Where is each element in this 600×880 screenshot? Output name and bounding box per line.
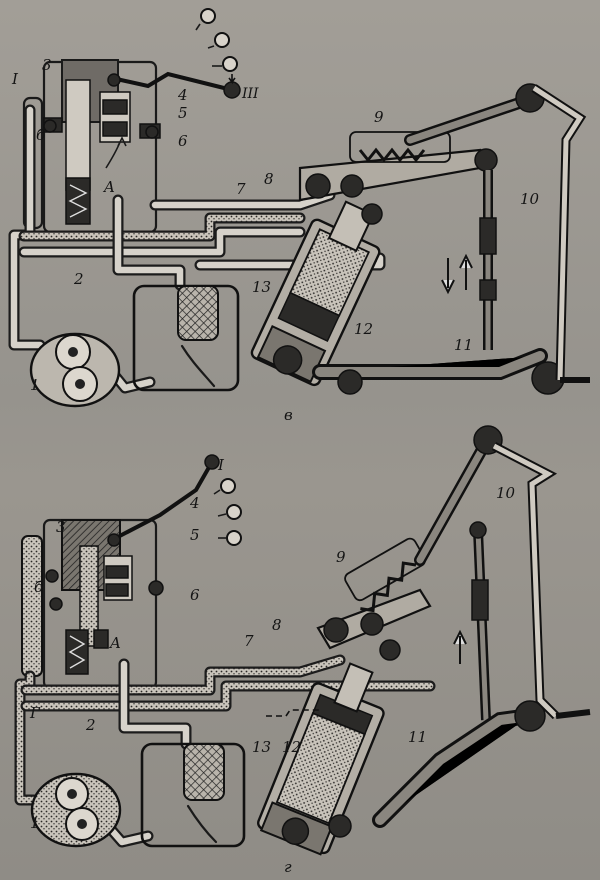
hydraulic-cylinder-bottom (257, 662, 385, 856)
label-11-bottom: 11 (408, 728, 427, 746)
label-11-top: 11 (454, 336, 473, 354)
label-6-top: 6 (178, 132, 188, 150)
label-roman-one-bottom: I (217, 456, 225, 474)
distributor-body-bottom (21, 518, 164, 690)
label-8-top: 8 (264, 170, 274, 188)
label-13-top: 13 (252, 278, 271, 296)
label-5-top: 5 (178, 104, 188, 122)
oil-tank-bottom (140, 742, 246, 848)
label-9-bottom: 9 (336, 548, 346, 566)
oil-tank-top (132, 284, 240, 392)
label-a-top: A (102, 178, 115, 196)
label-13-bottom: 13 (252, 738, 271, 756)
label-9-top: 9 (374, 108, 384, 126)
label-r-bottom: Г (29, 704, 41, 722)
diagram-lift-position: I 3 4 5 6 б A 7 8 9 10 2 13 12 1 11 Г г (14, 425, 591, 876)
label-12-top: 12 (354, 320, 373, 338)
label-1-bottom: 1 (30, 814, 40, 832)
label-4-bottom: 4 (189, 494, 200, 512)
label-10-top: 10 (520, 190, 540, 208)
label-6-bottom: 6 (190, 586, 200, 604)
label-5-bottom: 5 (190, 526, 200, 544)
label-3-bottom: 3 (56, 518, 66, 536)
label-1-top: 1 (30, 376, 40, 394)
label-2-top: 2 (73, 270, 84, 288)
label-4-top: 4 (177, 86, 188, 104)
caption-bottom: г (284, 858, 292, 876)
control-lever-top (107, 8, 241, 99)
label-3-top: 3 (42, 56, 52, 74)
oil-pump-top (29, 332, 121, 408)
linkage-top (298, 83, 590, 395)
label-roman-one-top: I (11, 70, 19, 88)
label-12-bottom: 12 (282, 738, 301, 756)
label-2-bottom: 2 (85, 716, 96, 734)
control-lever-bottom (107, 454, 242, 547)
label-b-top: б (36, 126, 46, 144)
pipelines-top (8, 104, 386, 394)
diagram-neutral-position: I 3 4 5 6 б III A 7 8 9 10 2 13 12 1 11 … (8, 8, 590, 424)
linkage-bottom (266, 425, 591, 838)
label-roman-three-top: III (241, 86, 259, 102)
labels-bottom: I 3 4 5 6 б A 7 8 9 10 2 13 12 1 11 Г г (29, 456, 516, 876)
label-7-top: 7 (236, 180, 246, 198)
label-8-bottom: 8 (272, 616, 282, 634)
oil-pump-bottom (30, 772, 122, 848)
label-b-bottom: б (34, 578, 44, 596)
caption-top: в (284, 406, 293, 424)
label-a-bottom: A (108, 634, 121, 652)
labels-top: I 3 4 5 6 б III A 7 8 9 10 2 13 12 1 11 … (11, 56, 540, 424)
label-10-bottom: 10 (496, 484, 516, 502)
label-7-bottom: 7 (244, 632, 254, 650)
